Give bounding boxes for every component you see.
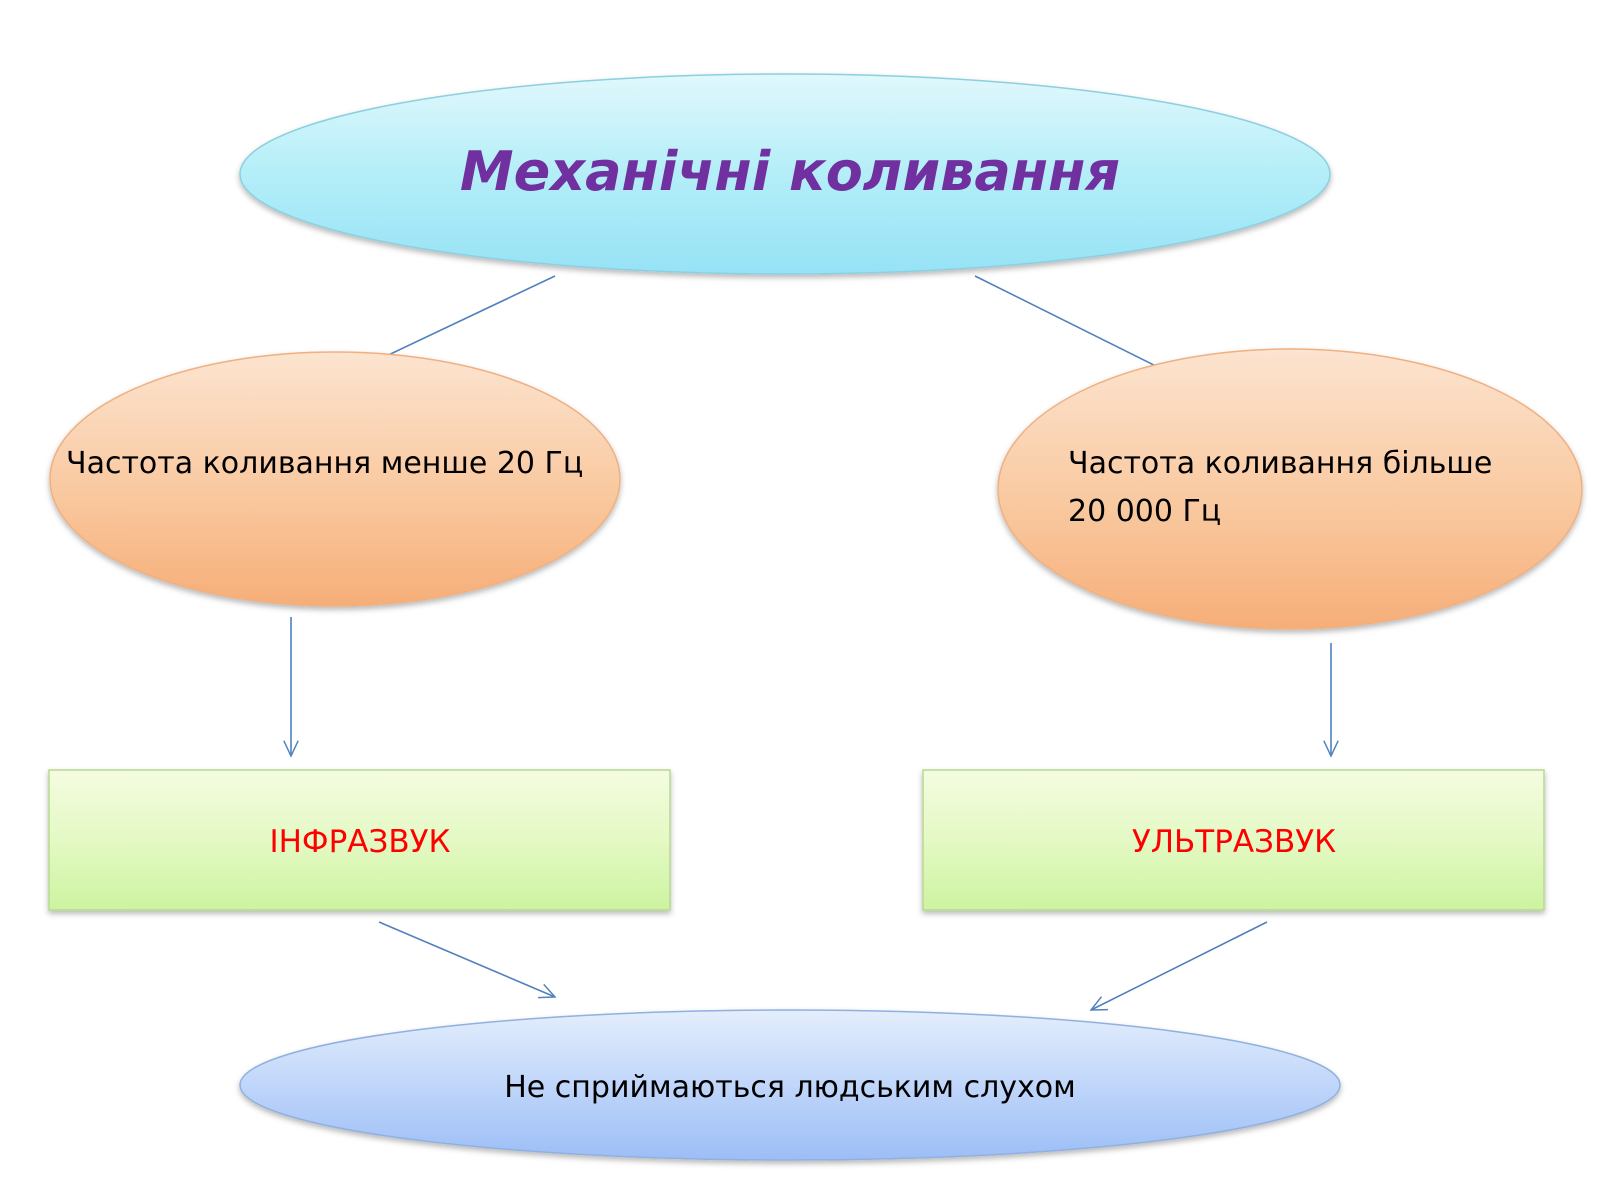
right-condition-node: Частота коливання більше 20 000 Гц <box>997 348 1583 630</box>
ultrasound-box: УЛЬТРАЗВУК <box>922 769 1545 911</box>
arrow-right-result-to-conclusion <box>1089 921 1268 1011</box>
ultrasound-rect <box>922 769 1545 911</box>
root-ellipse <box>239 73 1331 275</box>
right-condition-label-line1: Частота коливання більше <box>1068 446 1492 481</box>
infrasound-label: ІНФРАЗВУК <box>269 824 450 860</box>
root-node: Механічні коливання <box>239 73 1331 275</box>
left-condition-label: Частота коливання менше 20 Гц <box>66 446 583 481</box>
left-condition-node: Частота коливання менше 20 Гц <box>49 351 621 607</box>
infrasound-rect <box>48 769 671 911</box>
root-label: Механічні коливання <box>460 140 1120 203</box>
conclusion-node: Не сприймаються людським слухом <box>239 1009 1341 1161</box>
right-condition-ellipse <box>997 348 1583 630</box>
left-condition-ellipse <box>49 351 621 607</box>
infrasound-box: ІНФРАЗВУК <box>48 769 671 911</box>
arrow-left-result-to-conclusion <box>378 921 557 999</box>
ultrasound-label: УЛЬТРАЗВУК <box>1132 824 1336 860</box>
conclusion-ellipse <box>239 1009 1341 1161</box>
right-condition-label-line2: 20 000 Гц <box>1068 494 1221 529</box>
conclusion-label: Не сприймаються людським слухом <box>504 1070 1076 1105</box>
